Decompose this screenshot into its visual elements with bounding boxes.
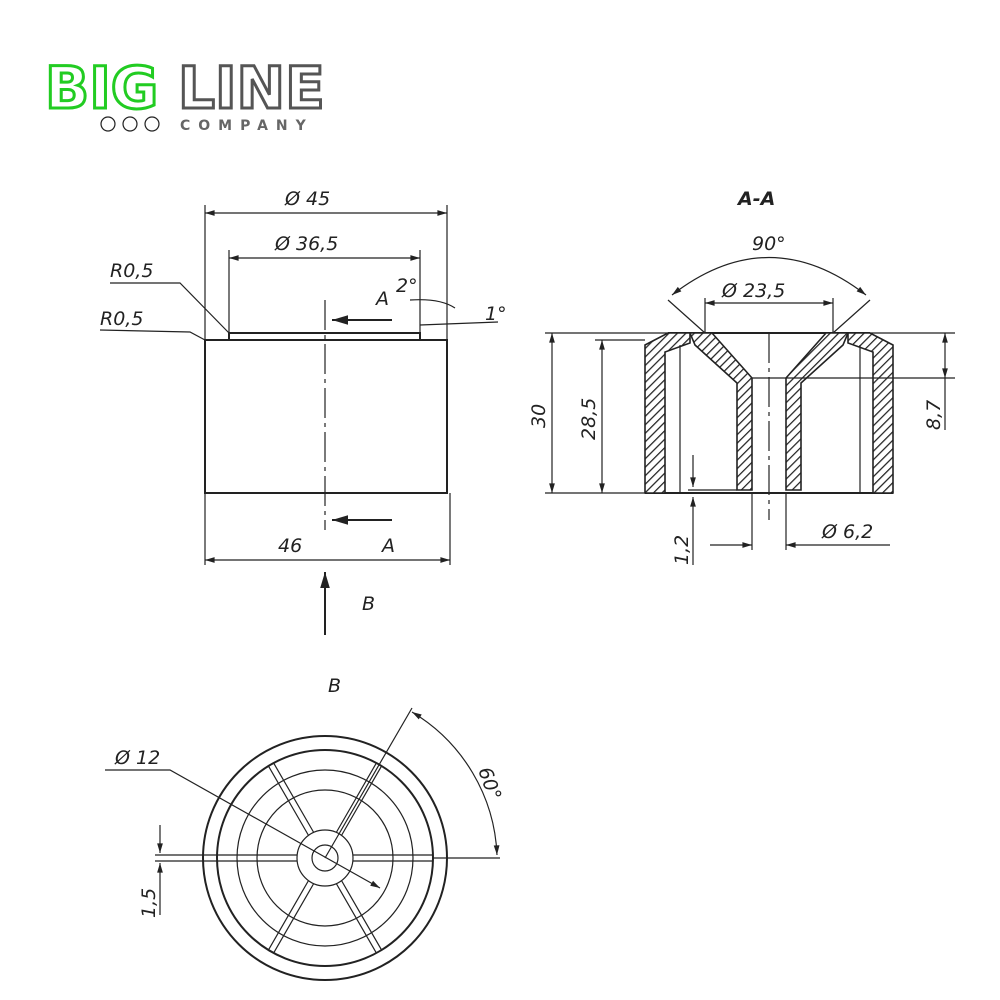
dim-top-diameter: Ø 36,5 <box>274 233 338 255</box>
logo-tagline: COMPANY <box>180 118 314 134</box>
view-mark-b: B <box>362 593 375 615</box>
section-mark-top: A <box>374 288 389 310</box>
dim-bottom-width: 46 <box>278 535 302 557</box>
dim-outer-diameter: Ø 45 <box>284 188 330 210</box>
bottom-view: B 60° Ø 12 1,5 <box>105 675 505 981</box>
section-title: A-A <box>736 188 775 210</box>
dim-radius-2: R0,5 <box>100 308 143 330</box>
dim-angle-1: 1° <box>485 303 507 325</box>
dim-hole-diameter: Ø 6,2 <box>821 521 873 543</box>
front-view: Ø 45 Ø 36,5 R0,5 R0,5 A 2° 1° A 46 B <box>99 188 507 635</box>
dim-rib-thickness: 1,5 <box>138 888 160 918</box>
company-logo: BIG LINE COMPANY <box>44 53 327 135</box>
section-mark-bottom: A <box>380 535 395 557</box>
dim-cone-angle: 90° <box>752 233 786 255</box>
dim-bottom-thickness: 1,2 <box>671 535 693 565</box>
logo-line: LINE <box>178 54 325 122</box>
dim-cone-diameter: Ø 23,5 <box>721 280 785 302</box>
dim-total-height: 30 <box>528 404 550 428</box>
dim-center-diameter: Ø 12 <box>114 747 160 769</box>
view-b-title: B <box>328 675 341 697</box>
dim-radius-1: R0,5 <box>110 260 153 282</box>
dim-inner-height: 28,5 <box>578 398 600 440</box>
dim-cone-depth: 8,7 <box>923 400 945 430</box>
section-view: A-A Ø 23,5 90° 30 28,5 8,7 1,2 Ø 6,2 <box>528 188 955 565</box>
dim-angle-2: 2° <box>396 275 418 297</box>
dim-rib-angle: 60° <box>473 764 505 803</box>
logo-big: BIG <box>45 54 158 122</box>
